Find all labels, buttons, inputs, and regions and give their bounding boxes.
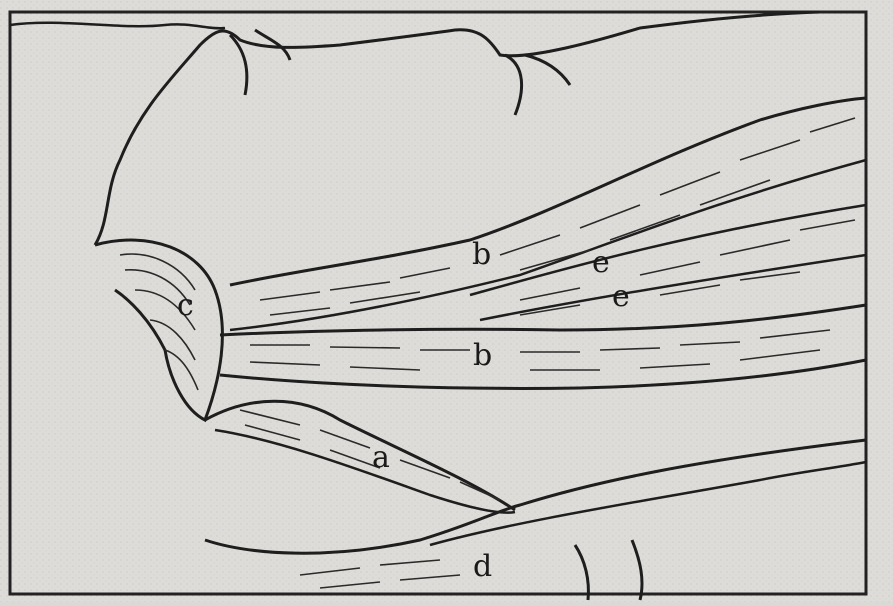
- label-e-upper: e: [592, 245, 610, 280]
- label-b-lower: b: [473, 338, 492, 373]
- label-c: c: [177, 288, 194, 323]
- label-d: d: [473, 549, 492, 584]
- label-e-lower: e: [612, 279, 630, 314]
- label-a: a: [372, 440, 390, 475]
- label-b-upper: b: [472, 237, 491, 272]
